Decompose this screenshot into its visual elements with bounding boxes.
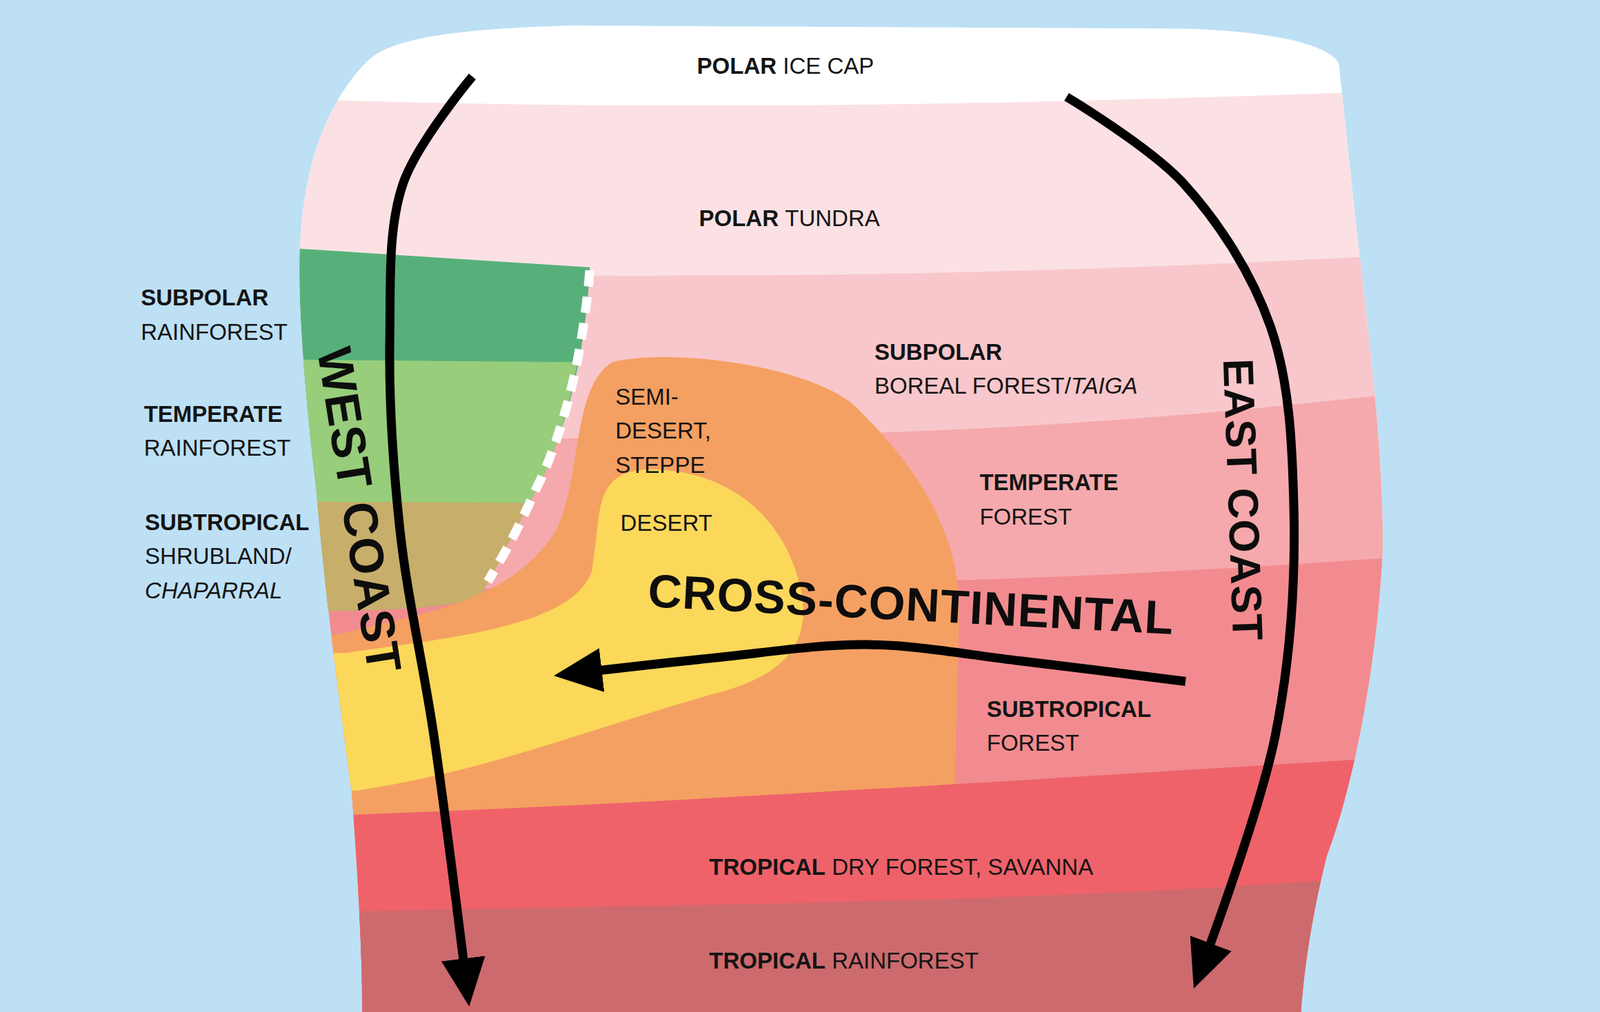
subpolar-rainforest-region	[0, 229, 590, 613]
biome-heading: POLAR	[697, 53, 778, 79]
route-arrow	[389, 76, 473, 992]
biome-region: TROPICALRAINFOREST	[367, 910, 1307, 1006]
biome-name: CHAPARRAL	[144, 573, 309, 609]
biome-region: POLARTUNDRA	[306, 106, 1337, 276]
biome-label: SEMI-DESERT, STEPPE	[615, 380, 712, 483]
biome-heading: DESERT	[620, 506, 713, 541]
biome-name: RAINFOREST	[831, 948, 979, 974]
biome-heading: SUBPOLAR	[874, 335, 1138, 370]
rain-shadow-line	[487, 270, 590, 582]
route-arrow	[568, 644, 1186, 682]
biome-label: TROPICALRAINFOREST	[708, 944, 979, 979]
biome-label: SUBPOLARRAINFOREST	[140, 280, 288, 349]
biome-label: SUBTROPICALSHRUBLAND/CHAPARRAL	[144, 505, 309, 609]
tropical-rainforest-band	[0, 857, 1600, 1012]
biome-name: FOREST	[986, 726, 1152, 761]
biome-name: TUNDRA	[784, 205, 880, 232]
biome-region: SUBPOLARRAINFOREST	[299, 232, 591, 359]
route-arrow	[1066, 97, 1295, 976]
biome-region: SEMI-DESERT, STEPPE	[555, 357, 852, 465]
route-label: EAST COAST	[1216, 357, 1269, 643]
biome-label: POLARICE CAP	[697, 48, 875, 84]
biome-label: TEMPERATEFOREST	[979, 465, 1118, 534]
biome-region: TROPICALDRY FOREST, SAVANNA	[367, 783, 1347, 909]
biome-label: SUBTROPICALFOREST	[986, 692, 1152, 761]
biome-heading: TROPICAL	[708, 854, 826, 880]
biome-heading: SEMI-DESERT, STEPPE	[615, 380, 712, 483]
biome-heading: SUBTROPICAL	[144, 505, 309, 540]
biome-heading: TROPICAL	[708, 948, 826, 974]
biome-label: TROPICALDRY FOREST, SAVANNA	[708, 850, 1094, 885]
biome-heading: POLAR	[699, 205, 780, 232]
biome-name: ICE CAP	[782, 53, 874, 79]
biome-name: FOREST	[979, 500, 1118, 535]
chaparral-region	[0, 500, 529, 613]
biome-region: POLARICE CAP	[367, 28, 1194, 105]
biome-label: DESERT	[620, 506, 713, 541]
biome-name: DRY FOREST, SAVANNA	[831, 854, 1094, 880]
biome-name: BOREAL FOREST/	[874, 373, 1072, 399]
biome-heading: SUBTROPICAL	[986, 692, 1152, 727]
biome-name: TAIGA	[1071, 373, 1138, 399]
tundra-band	[0, 81, 1600, 1012]
biome-name: SHRUBLAND/	[144, 539, 309, 574]
boreal-band	[0, 242, 1600, 1012]
biome-label: TEMPERATERAINFOREST	[144, 397, 292, 466]
biome-heading: SUBPOLAR	[140, 280, 288, 316]
biome-label: POLARTUNDRA	[699, 201, 880, 236]
biome-heading: TEMPERATE	[144, 397, 292, 432]
biome-name: RAINFOREST	[144, 431, 292, 466]
biome-label: SUBPOLAR BOREAL FOREST/TAIGA	[874, 335, 1138, 404]
tropical-dry-band	[0, 744, 1600, 1012]
biome-heading: TEMPERATE	[979, 465, 1118, 500]
biome-name: RAINFOREST	[140, 315, 288, 350]
